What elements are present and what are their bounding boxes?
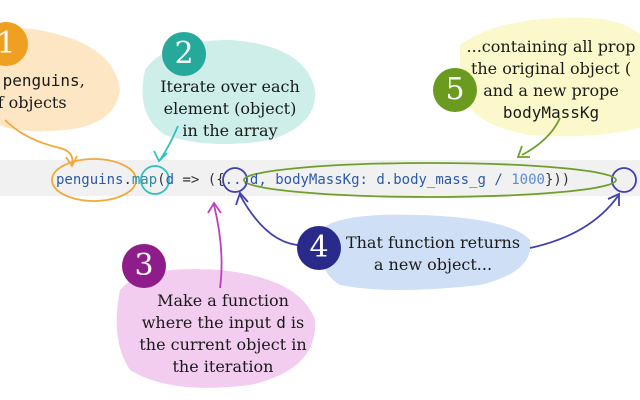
pink-bubble <box>116 269 316 388</box>
teal-arrowhead <box>153 150 168 163</box>
code-brace: { <box>216 172 225 188</box>
code-arrow: => <box>174 172 208 188</box>
code-line: penguins.map(d => ({...d, bodyMassKg: d.… <box>56 170 570 190</box>
callout-3-text: Make a function where the input d is the… <box>139 291 307 376</box>
green-ellipse <box>243 162 617 198</box>
orange-bubble <box>0 28 120 132</box>
blue-circle-right <box>611 167 637 193</box>
callout-1-text: a penguins, of objects <box>0 71 85 112</box>
green-connector <box>521 117 561 156</box>
orange-arrowhead <box>65 155 78 168</box>
code-paren: ( <box>207 172 217 188</box>
orange-connector <box>4 119 74 166</box>
code-open-paren: ( <box>157 172 166 188</box>
teal-ellipse <box>140 165 170 195</box>
blue-bubble <box>319 214 531 290</box>
callout-4-text: That function returns a new object... <box>345 233 521 274</box>
step-3-badge: 3 <box>122 244 166 288</box>
green-arrowhead <box>516 145 530 158</box>
blue-arrowhead-right <box>607 192 620 206</box>
step-4-badge: 4 <box>297 226 341 270</box>
blue-arrowhead-left <box>235 191 249 206</box>
blue-connector-right <box>529 195 619 249</box>
code-map: map <box>131 172 158 188</box>
code-divisor: 1000 <box>511 172 545 188</box>
code-param-d: d <box>165 172 175 188</box>
blue-circle-left <box>222 167 248 193</box>
yellow-bubble <box>460 17 640 137</box>
step-2-badge: 2 <box>162 32 206 76</box>
pink-arrowhead <box>207 201 222 214</box>
callout-5-text: ...containing all prop the original obje… <box>466 37 636 122</box>
pink-connector <box>213 204 223 289</box>
code-penguins: penguins <box>56 172 124 188</box>
code-close: })) <box>544 172 571 188</box>
orange-ellipse <box>51 158 137 202</box>
code-body: ...d, bodyMassKg: d.body_mass_g / <box>224 172 512 188</box>
code-dot: . <box>123 172 132 188</box>
step-5-badge: 5 <box>433 68 477 112</box>
callout-2-text: Iterate over each element (object) in th… <box>160 77 300 140</box>
